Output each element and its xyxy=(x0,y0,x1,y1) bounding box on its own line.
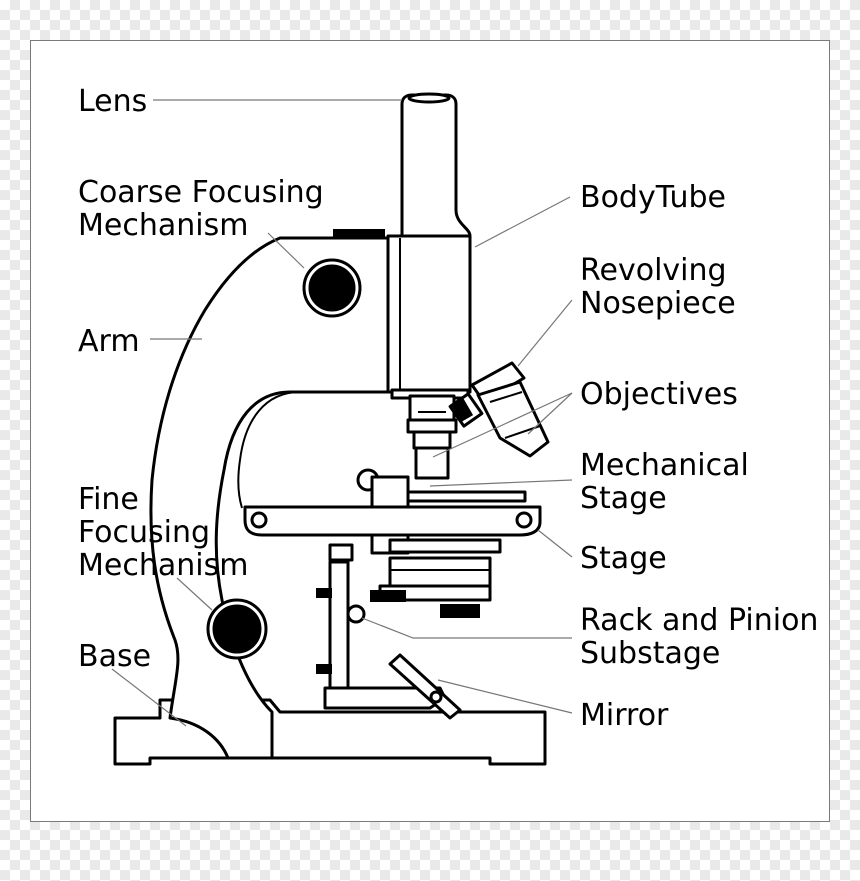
label-mechanical-stage-line1: Mechanical xyxy=(580,448,749,483)
leader-substage xyxy=(361,617,572,639)
label-fine-focus-line1: Fine xyxy=(78,482,139,517)
label-mechanical-stage-line2: Stage xyxy=(580,481,667,516)
leader-nosepiece xyxy=(517,299,573,367)
mirror xyxy=(388,653,462,720)
substage-bracket xyxy=(328,543,354,562)
rack-gear-right xyxy=(440,604,480,618)
condenser xyxy=(388,556,492,588)
leader-objectives-2 xyxy=(527,392,573,435)
leader-fine-focus xyxy=(176,577,213,611)
stage-clip-hole xyxy=(250,511,268,529)
label-fine-focus-line2: Focusing xyxy=(78,515,210,550)
arm-inner-curve xyxy=(237,391,390,509)
substage-plate xyxy=(388,538,502,554)
label-nosepiece-line2: Nosepiece xyxy=(580,286,736,321)
label-objectives: Objectives xyxy=(580,377,738,412)
coarse-focus-bar xyxy=(333,229,385,239)
label-rack-and-pinion-line1: Rack and Pinion xyxy=(580,603,818,638)
stage-clip-hole xyxy=(515,511,533,529)
coarse-focus-knob-center xyxy=(308,264,356,312)
rack-and-pinion-column xyxy=(328,560,350,692)
mirror-pivot xyxy=(429,690,443,704)
label-base: Base xyxy=(78,639,151,674)
column-stop xyxy=(316,664,332,674)
nosepiece-clip xyxy=(450,397,474,423)
label-mirror: Mirror xyxy=(580,698,669,733)
leader-lines xyxy=(111,99,573,727)
eyepiece xyxy=(400,93,472,238)
label-nosepiece-line1: Revolving xyxy=(580,253,727,288)
label-arm: Arm xyxy=(78,324,140,359)
leader-mirror xyxy=(437,679,573,714)
substage-pinion xyxy=(346,604,366,624)
leader-stage xyxy=(537,529,573,558)
leader-coarse-focus xyxy=(267,232,305,269)
mechanical-stage-slide xyxy=(403,490,527,503)
label-body-tube: BodyTube xyxy=(580,180,726,215)
leader-body-tube xyxy=(474,196,571,248)
label-stage: Stage xyxy=(580,541,667,576)
label-lens: Lens xyxy=(78,84,147,119)
labels: Lens Coarse Focusing Mechanism Arm Fine … xyxy=(78,84,818,733)
stage xyxy=(243,505,542,537)
fine-focus-knob-center xyxy=(212,604,262,654)
label-coarse-focus-line2: Mechanism xyxy=(78,208,248,243)
leader-mechanical-stage xyxy=(429,479,573,487)
leader-objectives-1 xyxy=(432,392,573,458)
microscope-illustration xyxy=(113,92,550,766)
label-rack-and-pinion-line2: Substage xyxy=(580,636,720,671)
microscope-arm xyxy=(149,236,392,760)
label-coarse-focus-line1: Coarse Focusing xyxy=(78,175,324,210)
label-fine-focus-line3: Mechanism xyxy=(78,548,248,583)
column-stop xyxy=(316,588,332,598)
eyepiece-top xyxy=(407,92,451,104)
objective-lens-center xyxy=(406,394,458,480)
rack-gear-left xyxy=(370,590,406,602)
leader-base xyxy=(111,668,187,727)
